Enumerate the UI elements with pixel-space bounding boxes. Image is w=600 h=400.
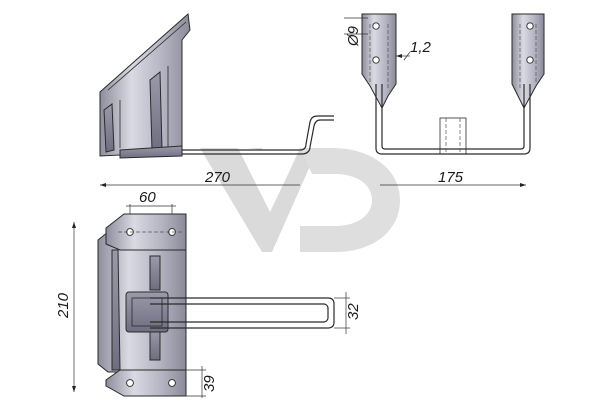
top-view-hole-lower-right <box>168 379 176 387</box>
side-view-foot <box>119 145 183 159</box>
dim-height: 210 <box>55 292 72 319</box>
side-view-plate <box>99 12 191 157</box>
side-view-rod <box>182 115 334 151</box>
top-view-rod-loop <box>150 297 335 329</box>
front-view-u-wire <box>375 84 531 155</box>
top-view-hole-lower-left <box>126 379 134 387</box>
dim-bottom-offset: 39 <box>201 375 218 392</box>
dim-hole-spacing: 60 <box>139 189 156 206</box>
vp-logo-watermark <box>200 148 400 252</box>
dim-length: 270 <box>204 169 231 186</box>
front-view: Ø9 1,2 175 <box>344 13 545 187</box>
front-view-center-clip <box>439 117 467 155</box>
side-view-rib-right <box>149 70 163 152</box>
side-view-rib-left <box>103 103 115 153</box>
dim-hole-diameter: Ø9 <box>345 25 362 47</box>
front-view-hole-bottom-left <box>372 56 380 64</box>
front-view-hole-bottom-right <box>526 56 534 64</box>
dim-thickness: 1,2 <box>410 39 432 56</box>
front-view-hole-top-right <box>526 22 534 30</box>
dim-width: 175 <box>438 169 464 186</box>
front-view-hole-top-left <box>372 22 380 30</box>
top-view-rib <box>111 249 121 371</box>
side-view: 270 <box>99 12 334 187</box>
dim-rod-gap: 32 <box>345 303 362 320</box>
top-view: 60 210 32 39 <box>55 189 362 398</box>
